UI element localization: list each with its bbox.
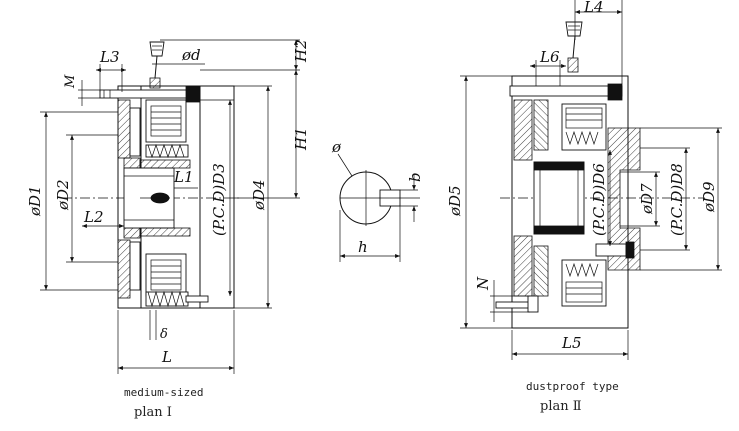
plan1-label-D3: (P.C.D)D3 bbox=[210, 163, 228, 236]
plan2-bottom-stud bbox=[495, 301, 533, 309]
plan2-label-L5: L5 bbox=[561, 334, 582, 352]
plan1-lever-knob bbox=[149, 41, 165, 57]
plan2-label-L4: L4 bbox=[583, 0, 604, 16]
plan1-label-L3: L3 bbox=[99, 48, 120, 66]
plan2-drawing bbox=[460, 0, 722, 360]
shaft-section-drawing bbox=[337, 153, 420, 262]
plan2-label-D9: øD9 bbox=[700, 181, 718, 213]
plan1-lower-plate bbox=[117, 239, 131, 299]
plan1-upper-coil bbox=[145, 99, 187, 143]
shaft-label-phi: ø bbox=[331, 138, 342, 156]
plan2-label-D8: (P.C.D)D8 bbox=[668, 163, 686, 236]
plan2-label-N: N bbox=[474, 276, 492, 291]
plan1-lower-coil bbox=[145, 253, 187, 297]
plan1-label-D2: øD2 bbox=[54, 179, 72, 211]
plan2-label-D7: øD7 bbox=[638, 183, 656, 215]
plan1-top-bolt bbox=[99, 89, 201, 99]
plan2-right-flange bbox=[607, 127, 641, 271]
plan2-caption-line2: plan Ⅱ bbox=[540, 399, 582, 414]
plan1-label-M: M bbox=[63, 74, 78, 89]
plan1-outer-body bbox=[117, 85, 235, 309]
plan1-drawing bbox=[40, 39, 300, 374]
plan1-label-L: L bbox=[161, 348, 172, 366]
plan2-lever-knob bbox=[565, 21, 583, 37]
plan1-upper-plate bbox=[117, 99, 131, 159]
plan2-lower-coil bbox=[561, 259, 607, 307]
plan2-upper-wall bbox=[513, 99, 533, 161]
shaft-label-h: h bbox=[358, 238, 368, 256]
plan1-caption-line1: medium-sized bbox=[124, 386, 203, 399]
plan2-label-D5: øD5 bbox=[446, 185, 464, 217]
shaft-label-b: b bbox=[406, 172, 424, 182]
plan2-outer-body bbox=[511, 75, 629, 329]
plan1-label-H1: H1 bbox=[292, 127, 310, 151]
plan2-caption-line1: dustproof type bbox=[526, 380, 619, 393]
plan2-upper-coil bbox=[561, 103, 607, 151]
plan1-label-L2: L2 bbox=[83, 208, 104, 226]
plan2-lower-wall bbox=[513, 235, 533, 297]
plan1-label-D1: øD1 bbox=[26, 185, 44, 217]
plan1-label-delta: δ bbox=[160, 327, 168, 342]
plan1-caption-line2: plan Ⅰ bbox=[134, 405, 172, 420]
plan1-label-H2: H2 bbox=[292, 39, 310, 63]
plan2-label-D6: (P.C.D)D6 bbox=[590, 163, 608, 236]
plan2-label-L6: L6 bbox=[539, 48, 560, 66]
plan1-label-d: ød bbox=[181, 46, 201, 64]
plan1-label-D4: øD4 bbox=[250, 179, 268, 211]
plan1-label-L1: L1 bbox=[173, 168, 194, 186]
plan2-hub bbox=[533, 161, 585, 235]
